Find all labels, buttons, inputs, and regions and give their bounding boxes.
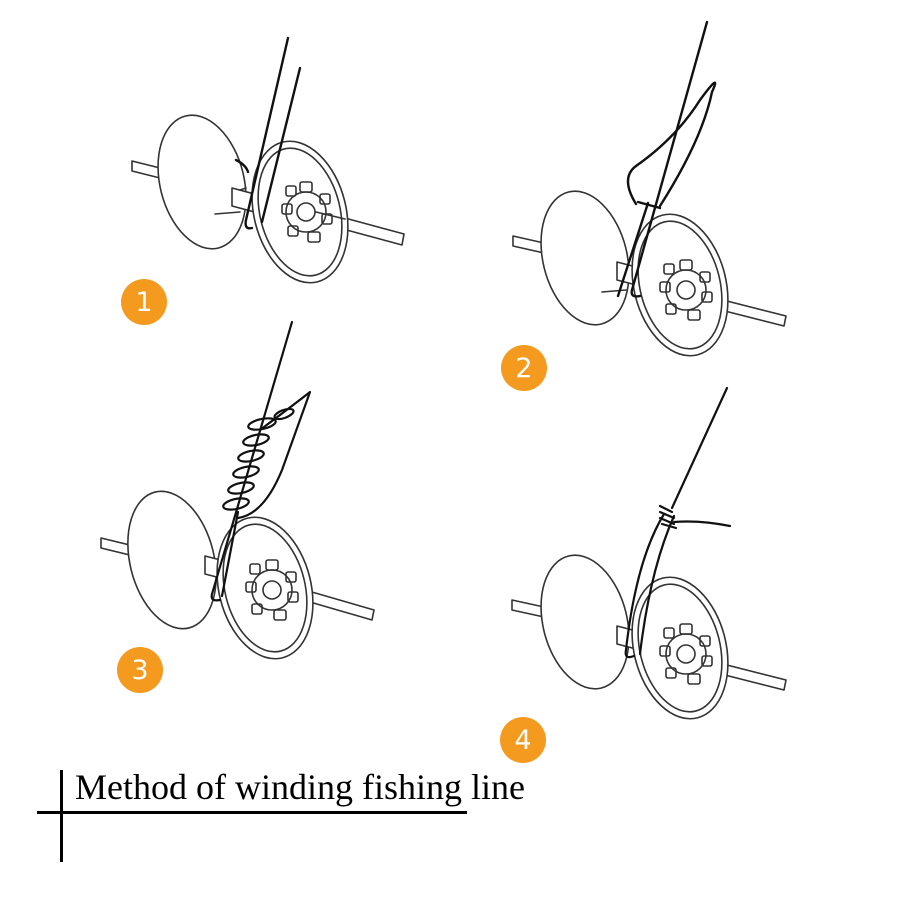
step-3-number: 3 xyxy=(131,654,149,686)
step-2-line xyxy=(616,20,717,298)
step-3-illustration xyxy=(100,320,375,660)
step-3-spool xyxy=(100,490,375,660)
step-3-badge: 3 xyxy=(117,647,163,693)
step-2-spool xyxy=(512,190,787,357)
step-4-badge: 4 xyxy=(500,717,546,763)
step-2-badge: 2 xyxy=(501,345,547,391)
step-4-line xyxy=(624,386,732,659)
step-1-badge: 1 xyxy=(121,279,167,325)
step-4-illustration xyxy=(511,386,787,720)
step-3-line xyxy=(210,320,312,602)
step-1-number: 1 xyxy=(135,286,153,318)
caption-rule-vertical xyxy=(60,770,63,862)
step-1-illustration xyxy=(131,36,405,284)
caption-rule-horizontal xyxy=(37,811,467,814)
step-4-number: 4 xyxy=(514,724,532,756)
step-2-number: 2 xyxy=(515,352,533,384)
step-2-illustration xyxy=(512,20,787,357)
step-1-spool xyxy=(131,114,405,284)
caption-title: Method of winding fishing line xyxy=(75,767,525,807)
step-4-spool xyxy=(511,554,787,720)
step-1-line xyxy=(234,36,302,230)
